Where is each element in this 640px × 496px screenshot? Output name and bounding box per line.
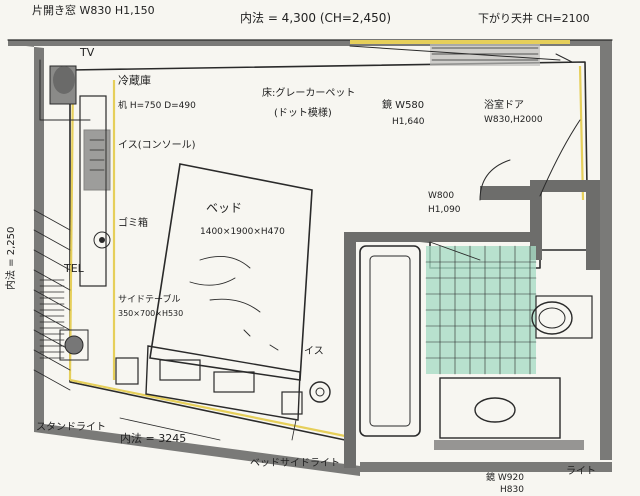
label-mirror-2: H1,640: [392, 117, 425, 127]
label-bed-size: 1400×1900×H470: [200, 227, 285, 237]
label-side-table-1: サイドテーブル: [118, 293, 180, 305]
label-bedside-light: ベッドサイドライト: [250, 457, 340, 469]
label-mirror-1: 鏡 W580: [382, 98, 424, 111]
left-window-wall: [33, 209, 71, 391]
toilet: [531, 295, 593, 339]
label-tel: TEL: [63, 262, 85, 275]
label-top-right-ceiling: 下がり天井 CH=2100: [478, 11, 590, 25]
label-top-left-window: 片開き窓 W830 H1,150: [32, 3, 155, 17]
bathroom-tile-floor: [425, 245, 537, 375]
side-tables: [115, 357, 331, 415]
bed: [145, 163, 313, 421]
vanity-sink: [434, 377, 584, 450]
tv-unit: [39, 59, 91, 121]
label-left-dim: 内法 = 2,250: [4, 227, 17, 290]
bathroom-walls: [344, 180, 600, 468]
annotation-labels: 片開き窓 W830 H1,150 内法 = 4,300 (CH=2,450) 下…: [4, 3, 596, 495]
bathtub: [359, 245, 421, 437]
label-tv: TV: [79, 46, 95, 59]
label-chair-console: イス(コンソール): [118, 140, 196, 151]
label-trash: ゴミ箱: [118, 216, 148, 229]
label-window-800-1: W800: [428, 191, 454, 201]
label-side-table-2: 350×700×H530: [118, 309, 183, 318]
label-light: ライト: [566, 465, 596, 477]
label-bath-door-2: W830,H2000: [484, 115, 543, 125]
label-mirror-bottom-1: 鏡 W920: [486, 471, 524, 483]
label-window-800-2: H1,090: [428, 205, 461, 215]
dimension-lines: [119, 417, 297, 441]
label-desk: 机 H=750 D=490: [118, 99, 196, 111]
label-fridge: 冷蔵庫: [118, 73, 151, 87]
bathroom-door-swing: [429, 119, 581, 261]
label-top-center-dim: 内法 = 4,300 (CH=2,450): [240, 11, 391, 25]
label-carpet-1: 床:グレーカーペット: [262, 86, 355, 99]
label-bath-door-1: 浴室ドア: [484, 98, 524, 111]
desk-and-chair: [79, 80, 116, 380]
lowered-ceiling-hatch: [349, 40, 573, 66]
label-bed-title: ベッド: [206, 201, 242, 215]
telephone: [59, 329, 89, 361]
label-bottom-dim: 内法 = 3245: [120, 431, 186, 445]
label-stand-light: スタンドライト: [36, 421, 106, 433]
label-carpet-2: (ドット模様): [274, 106, 332, 119]
label-mirror-bottom-2: H830: [500, 485, 524, 495]
label-chair: イス: [304, 346, 324, 357]
